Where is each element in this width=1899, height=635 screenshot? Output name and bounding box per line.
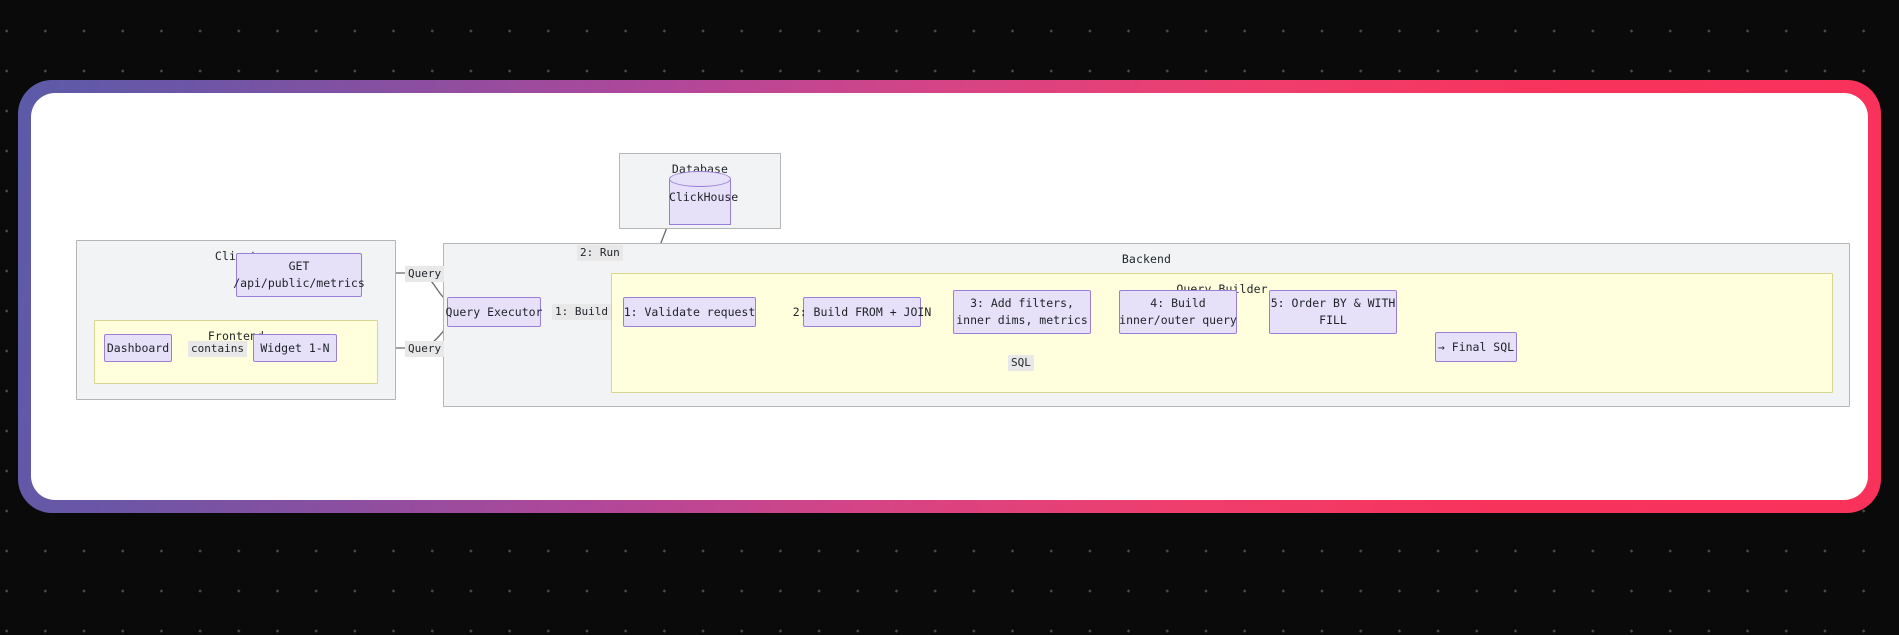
widget-label: Widget 1-N — [260, 340, 330, 355]
node-step-3-add-filters[interactable]: 3: Add filters, inner dims, metrics — [953, 290, 1091, 334]
step-4-line-2: inner/outer query — [1119, 313, 1237, 327]
edge-label-query-bottom: Query — [405, 341, 445, 357]
architecture-diagram: Client Frontend GET /api/public/metrics … — [31, 93, 1868, 500]
subgraph-backend-title: Backend — [1121, 252, 1172, 266]
edge-label-contains: contains — [188, 341, 247, 357]
step-5-line-1: 5: Order BY & WITH — [1270, 296, 1396, 311]
gradient-frame: Client Frontend GET /api/public/metrics … — [18, 80, 1881, 513]
node-step-5-order-by-with-fill[interactable]: 5: Order BY & WITH FILL — [1269, 290, 1397, 334]
query-executor-label: Query Executor — [445, 304, 543, 319]
edge-label-build: 1: Build — [552, 304, 611, 320]
subgraph-frontend-title: Frontend — [207, 329, 265, 343]
node-step-4-build-inner-outer-query[interactable]: 4: Build inner/outer query — [1119, 290, 1237, 334]
step-1-label: 1: Validate request — [623, 304, 756, 319]
step-2-label: 2: Build FROM + JOIN — [792, 304, 932, 319]
clickhouse-label: ClickHouse — [669, 190, 739, 204]
node-step-1-validate-request[interactable]: 1: Validate request — [623, 297, 756, 327]
step-3-line-1: 3: Add filters, — [970, 296, 1074, 311]
node-api-endpoint[interactable]: GET /api/public/metrics — [233, 253, 365, 297]
edge-label-run: 2: Run — [577, 245, 623, 261]
node-clickhouse[interactable]: ClickHouse — [669, 171, 739, 225]
edge-label-sql: SQL — [1008, 355, 1034, 371]
api-endpoint-method: GET — [288, 259, 310, 274]
node-step-2-build-from-join[interactable]: 2: Build FROM + JOIN — [793, 297, 931, 327]
final-sql-label: → Final SQL — [1437, 339, 1515, 354]
dashboard-label: Dashboard — [106, 340, 170, 355]
node-final-sql[interactable]: → Final SQL — [1435, 332, 1517, 362]
node-dashboard[interactable]: Dashboard — [104, 334, 172, 362]
diagram-surface: Client Frontend GET /api/public/metrics … — [31, 93, 1868, 500]
step-3-line-2: inner dims, metrics — [956, 313, 1088, 327]
cylinder-top — [669, 171, 731, 187]
node-widget[interactable]: Widget 1-N — [253, 334, 337, 362]
api-endpoint-path: /api/public/metrics — [233, 276, 365, 290]
step-5-line-2: FILL — [1319, 313, 1347, 327]
edge-label-query-top: Query — [405, 266, 445, 282]
step-4-line-1: 4: Build — [1150, 296, 1206, 311]
node-query-executor[interactable]: Query Executor — [445, 297, 543, 327]
